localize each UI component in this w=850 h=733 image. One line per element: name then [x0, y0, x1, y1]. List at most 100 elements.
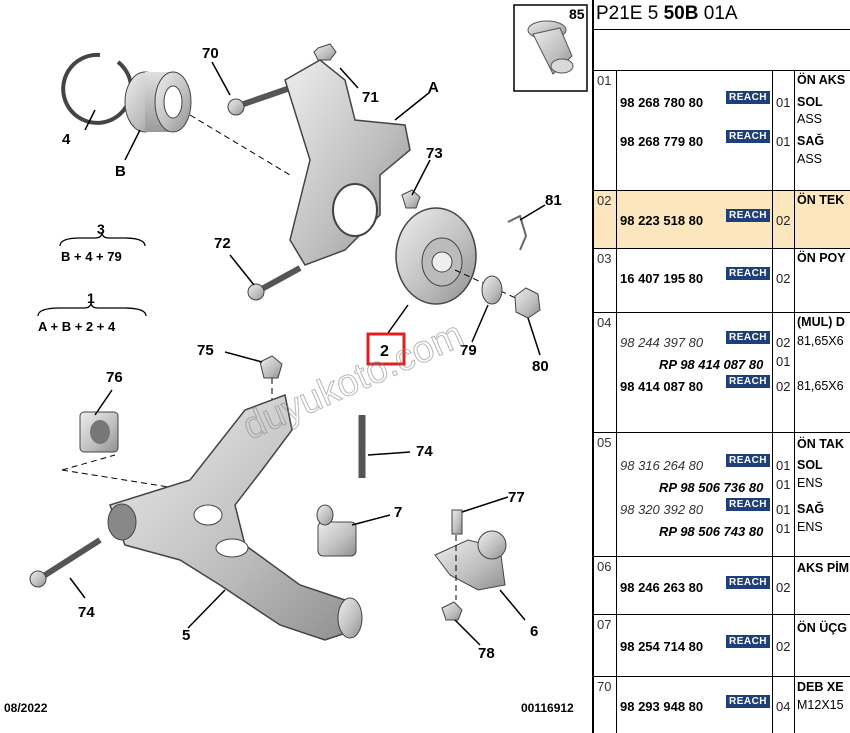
nut-80: [514, 287, 541, 319]
quantity: 01: [776, 502, 791, 517]
row-index: 03: [597, 251, 612, 266]
callout-77: 77: [508, 489, 525, 506]
parts-row-02[interactable]: 02 98 223 518 80 REACH 02 ÖN TEK: [594, 190, 850, 248]
bushing-76: [79, 411, 119, 453]
part-reference[interactable]: 98 268 779 80: [620, 134, 704, 149]
description-note: ENS: [797, 476, 823, 490]
row-index: 70: [597, 679, 612, 694]
reach-badge: REACH: [726, 498, 770, 511]
callout-7: 7: [394, 504, 402, 521]
reach-badge: REACH: [726, 130, 770, 143]
description: (MUL) D: [797, 315, 845, 329]
part-reference[interactable]: 98 223 518 80: [620, 213, 704, 228]
quantity: 02: [776, 639, 791, 654]
description: ÖN POY: [797, 251, 846, 265]
reach-badge: REACH: [726, 576, 770, 589]
callout-80: 80: [532, 358, 549, 375]
parts-list-panel: P21E 5 50B 01A 01 98 268 780 80 REACH 01…: [594, 0, 850, 733]
parts-row-03[interactable]: 03 16 407 195 80 REACH 02 ÖN POY: [594, 248, 850, 312]
description-dim: M12X15: [797, 698, 844, 712]
quantity: 02: [776, 213, 791, 228]
parts-row-07[interactable]: 07 98 254 714 80 REACH 02 ÖN ÜÇG: [594, 614, 850, 676]
diagram-doc-id: 00116912: [521, 701, 574, 715]
nut-73: [401, 189, 421, 209]
part-reference[interactable]: 98 268 780 80: [620, 95, 704, 110]
part-reference[interactable]: 98 320 392 80: [620, 502, 704, 517]
bolt-70: [227, 85, 291, 116]
part-reference-replacement[interactable]: RP 98 506 743 80: [659, 524, 764, 539]
diagram-code: P21E 5 50B 01A: [596, 3, 738, 25]
quantity: 02: [776, 335, 791, 350]
callout-labels: 70 71 A 4 B 73 81 72 79 80 75 76 74 7 77…: [62, 45, 562, 662]
part-reference[interactable]: 98 254 714 80: [620, 639, 704, 654]
description-note: ASS: [797, 112, 823, 126]
reach-badge: REACH: [726, 635, 770, 648]
description: ÖN AKS: [797, 73, 846, 87]
quantity: 01: [776, 134, 791, 149]
row-index: 07: [597, 617, 612, 632]
inset-label: 85: [569, 6, 585, 22]
wheel-bearing: [124, 71, 192, 133]
lower-control-arm: [107, 393, 363, 641]
description-side: SAĞ: [797, 134, 825, 148]
quantity: 01: [776, 521, 791, 536]
description-side: SOL: [797, 458, 823, 472]
highlighted-callout-box[interactable]: [366, 332, 406, 366]
panel-header: P21E 5 50B 01A: [594, 0, 850, 30]
part-reference[interactable]: 98 316 264 80: [620, 458, 704, 473]
parts-row-01[interactable]: 01 98 268 780 80 REACH 01 ÖN AKS SOL ASS…: [594, 70, 850, 190]
reach-badge: REACH: [726, 375, 770, 388]
reach-badge: REACH: [726, 91, 770, 104]
row-index: 01: [597, 73, 612, 88]
quantity: 02: [776, 271, 791, 286]
description-dim: 81,65X6: [797, 379, 844, 393]
callout-72: 72: [214, 235, 231, 252]
reach-badge: REACH: [726, 331, 770, 344]
part-reference[interactable]: 98 293 948 80: [620, 699, 704, 714]
parts-row-04[interactable]: 04 98 244 397 80 REACH 02 (MUL) D 81,65X…: [594, 312, 850, 432]
part-reference[interactable]: 98 414 087 80: [620, 379, 704, 394]
description: DEB XE: [797, 680, 844, 694]
description-side: SAĞ: [797, 502, 825, 516]
part-reference-replacement[interactable]: RP 98 414 087 80: [659, 357, 764, 372]
part-reference-replacement[interactable]: RP 98 506 736 80: [659, 480, 764, 495]
group-1-number: 1: [87, 290, 95, 306]
description-note: ASS: [797, 152, 823, 166]
exploded-parts-diagram: 85: [4, 4, 588, 715]
code-suffix: 01A: [703, 3, 738, 24]
row-index: 04: [597, 315, 612, 330]
callout-4: 4: [62, 131, 71, 148]
leader-lines: [69, 61, 546, 646]
row-index: 05: [597, 435, 612, 450]
callout-2: 2: [380, 343, 389, 360]
group-3-number: 3: [97, 221, 105, 237]
parts-row-70[interactable]: 70 98 293 948 80 REACH 04 DEB XE M12X15: [594, 676, 850, 733]
callout-70: 70: [202, 45, 219, 62]
callout-75: 75: [197, 342, 214, 359]
wheel-hub: [395, 207, 477, 305]
description-note: ENS: [797, 520, 823, 534]
callout-A: A: [428, 79, 439, 96]
seal-79: [481, 275, 503, 305]
code-prefix: P21E 5: [596, 3, 659, 24]
callout-5: 5: [182, 627, 190, 644]
callout-6: 6: [530, 623, 538, 640]
inset-rivet-nut: [513, 4, 588, 92]
code-bold: 50B: [663, 3, 699, 24]
nut-78: [441, 601, 463, 621]
part-reference[interactable]: 98 244 397 80: [620, 335, 704, 350]
reach-badge: REACH: [726, 209, 770, 222]
bolt-72: [247, 265, 302, 301]
quantity: 01: [776, 477, 791, 492]
parts-row-05[interactable]: 05 98 316 264 80 REACH 01 ÖN TAK SOL RP …: [594, 432, 850, 556]
callout-76: 76: [106, 369, 123, 386]
parts-row-06[interactable]: 06 98 246 263 80 REACH 02 AKS PİM: [594, 556, 850, 614]
part-reference[interactable]: 98 246 263 80: [620, 580, 704, 595]
quantity: 04: [776, 699, 791, 714]
part-reference[interactable]: 16 407 195 80: [620, 271, 704, 286]
callout-74-bottom: 74: [78, 604, 95, 621]
callout-B: B: [115, 163, 126, 180]
description: AKS PİM: [797, 561, 850, 575]
row-index: 06: [597, 559, 612, 574]
description-side: SOL: [797, 95, 823, 109]
